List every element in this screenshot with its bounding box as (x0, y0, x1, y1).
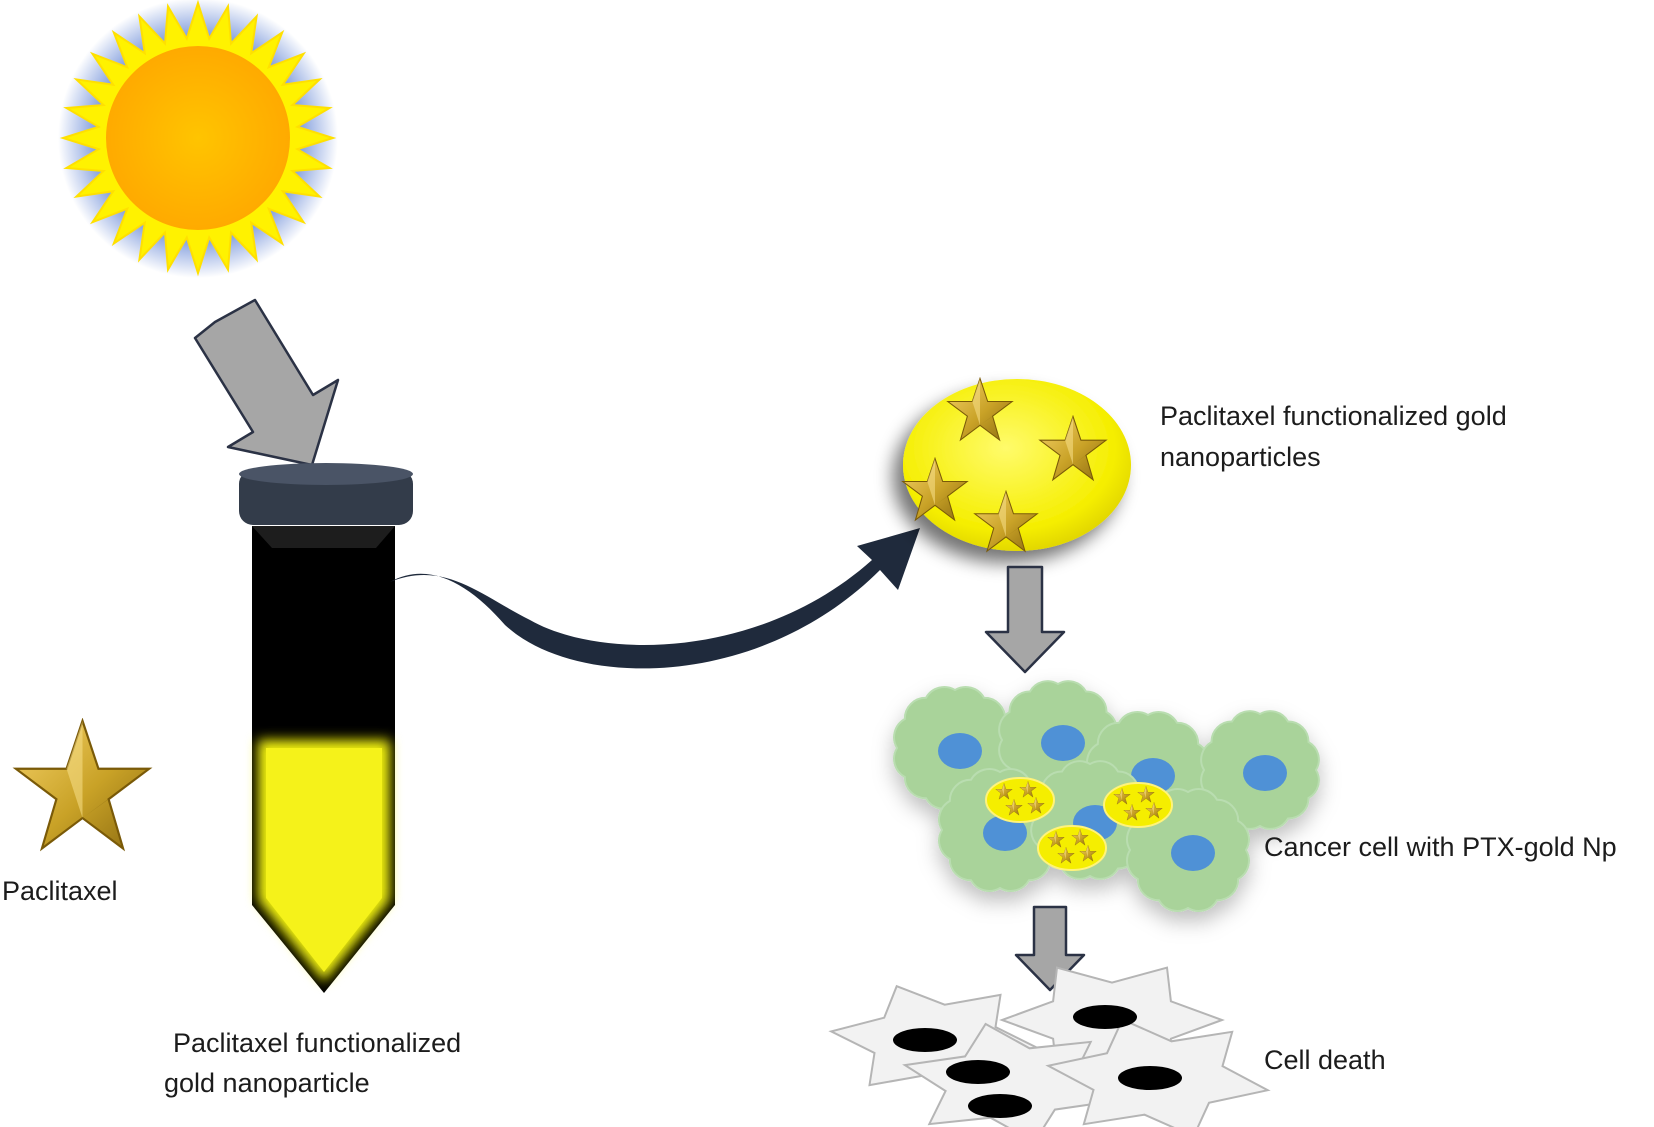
dead-nucleus (946, 1060, 1010, 1084)
tube-label-line2: gold nanoparticle (164, 1068, 370, 1098)
cancer-cell-cluster (893, 680, 1320, 912)
cell-death-label: Cell death (1264, 1045, 1386, 1075)
tube-label-line1: Paclitaxel functionalized (173, 1028, 462, 1058)
dead-nucleus (1073, 1005, 1137, 1029)
tube-icon (239, 463, 413, 993)
nucleus (983, 815, 1027, 851)
dead-cell-cluster (828, 966, 1271, 1127)
nucleus (1171, 835, 1215, 871)
curved-arrow-icon (390, 528, 920, 669)
small-nanoparticle (1037, 825, 1107, 871)
small-nanoparticle (985, 777, 1055, 823)
arrow-down-to-tube (193, 298, 340, 467)
dead-nucleus (893, 1028, 957, 1052)
nanoparticle-label-line2: nanoparticles (1160, 442, 1321, 472)
arrow-down-to-cancer-cells (984, 565, 1066, 674)
nucleus (1041, 725, 1085, 761)
nucleus (938, 733, 982, 769)
dead-nucleus (968, 1094, 1032, 1118)
small-nanoparticle (1103, 782, 1173, 828)
cancer-cell-label: Cancer cell with PTX-gold Np (1264, 832, 1617, 862)
dead-cell (902, 1022, 1118, 1127)
nanoparticle-label-line1: Paclitaxel functionalized gold (1160, 401, 1507, 431)
paclitaxel-star-icon (14, 719, 151, 850)
nucleus (1243, 755, 1287, 791)
sun-icon (58, 0, 338, 278)
nanoparticle-icon (902, 377, 1131, 552)
legend-label: Paclitaxel (2, 876, 118, 906)
dead-nucleus (1118, 1066, 1182, 1090)
